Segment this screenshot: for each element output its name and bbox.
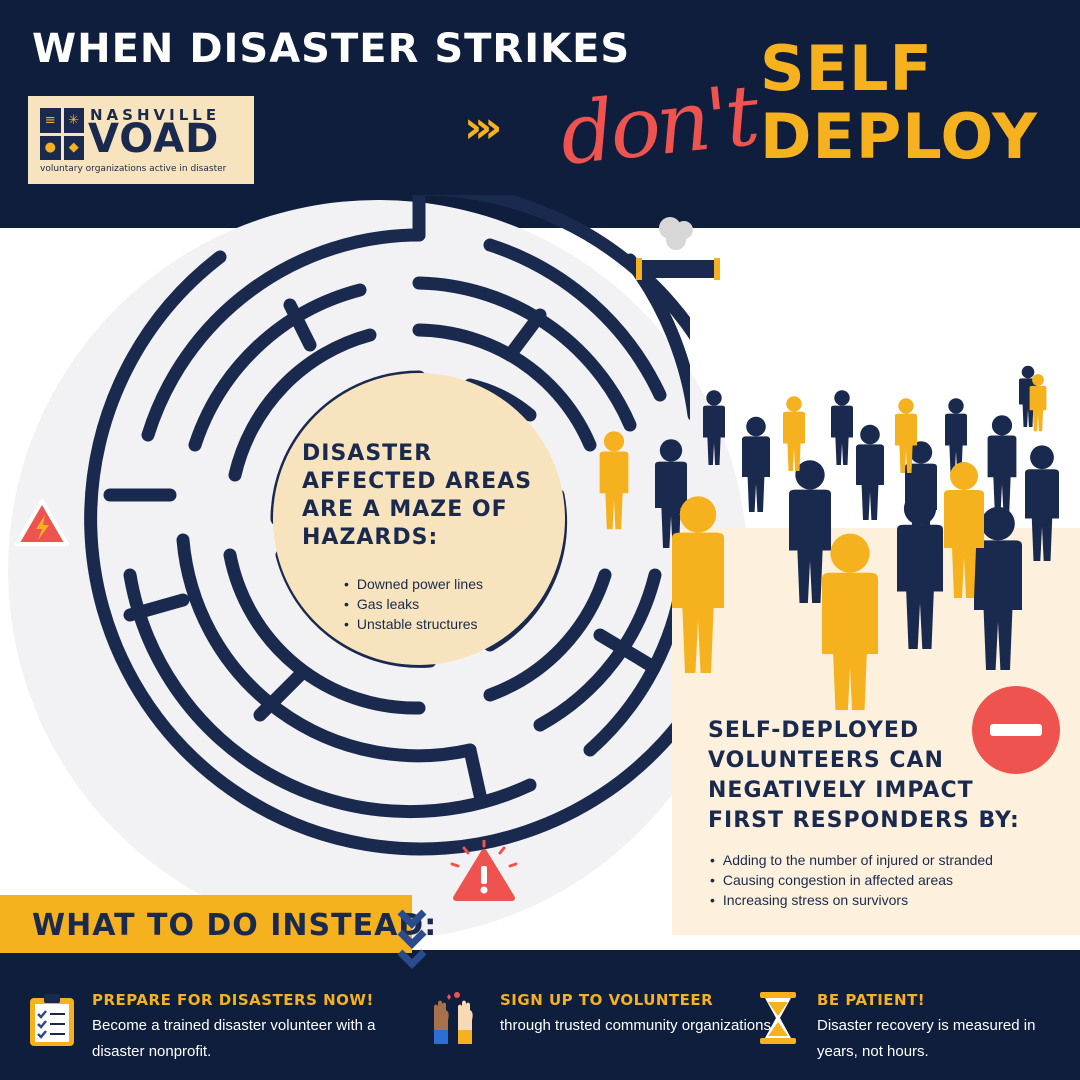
logo-acronym: VOAD <box>88 116 220 162</box>
water-drop-icon: ◆ <box>63 135 84 160</box>
list-item: Unstable structures <box>344 614 483 634</box>
impact-title: SELF-DEPLOYED VOLUNTEERS CAN NEGATIVELY … <box>708 718 1020 833</box>
self-heading: SELF <box>760 32 933 105</box>
list-item: Causing congestion in affected areas <box>710 870 993 890</box>
nashville-voad-logo: ≡ ✳ ● ◆ NASHVILLE VOAD voluntary organiz… <box>28 96 254 184</box>
alert-icon <box>450 840 518 901</box>
tip-body: Disaster recovery is measured in years, … <box>817 1017 1036 1060</box>
hourglass-icon <box>760 992 796 1044</box>
minus-circle-icon <box>972 686 1060 774</box>
logo-name: NASHVILLE <box>90 106 221 124</box>
instead-title: WHAT TO DO INSTEAD: <box>32 908 438 943</box>
tip-title: BE PATIENT! <box>817 991 926 1009</box>
impact-list: Adding to the number of injured or stran… <box>710 850 993 910</box>
crowd-illustration <box>599 365 1059 710</box>
headline: WHEN DISASTER STRIKES <box>32 26 631 72</box>
broken-pipe-icon <box>636 217 720 280</box>
list-item: Adding to the number of injured or stran… <box>710 850 993 870</box>
chevron-down-icon <box>397 909 427 969</box>
logo-tagline: voluntary organizations active in disast… <box>40 164 227 174</box>
tip-title: PREPARE FOR DISASTERS NOW! <box>92 991 374 1009</box>
dont-script: don't <box>555 66 760 184</box>
tornado-icon: ≡ <box>40 108 61 133</box>
raised-hands-icon <box>434 992 473 1044</box>
chevron-right-icon: ››› <box>464 102 503 153</box>
sun-icon: ✳ <box>63 108 84 133</box>
tip-body: Become a trained disaster volunteer with… <box>92 1017 376 1060</box>
tip-title: SIGN UP TO VOLUNTEER <box>500 991 714 1009</box>
hazards-list: Downed power lines Gas leaks Unstable st… <box>344 574 483 634</box>
footer-banner <box>0 950 1080 1080</box>
list-item: Downed power lines <box>344 574 483 594</box>
instead-banner <box>0 895 412 953</box>
fire-icon: ● <box>40 135 61 160</box>
tip-body: through trusted community organizations. <box>500 1017 776 1034</box>
list-item: Gas leaks <box>344 594 483 614</box>
clipboard-checklist-icon <box>30 994 74 1046</box>
list-item: Increasing stress on survivors <box>710 890 993 910</box>
hazards-title: DISASTER AFFECTED AREAS ARE A MAZE OF HA… <box>302 441 533 550</box>
deploy-heading: DEPLOY <box>760 100 1038 173</box>
electric-hazard-icon <box>15 499 69 546</box>
logo-icon-grid: ≡ ✳ ● ◆ <box>40 108 84 160</box>
